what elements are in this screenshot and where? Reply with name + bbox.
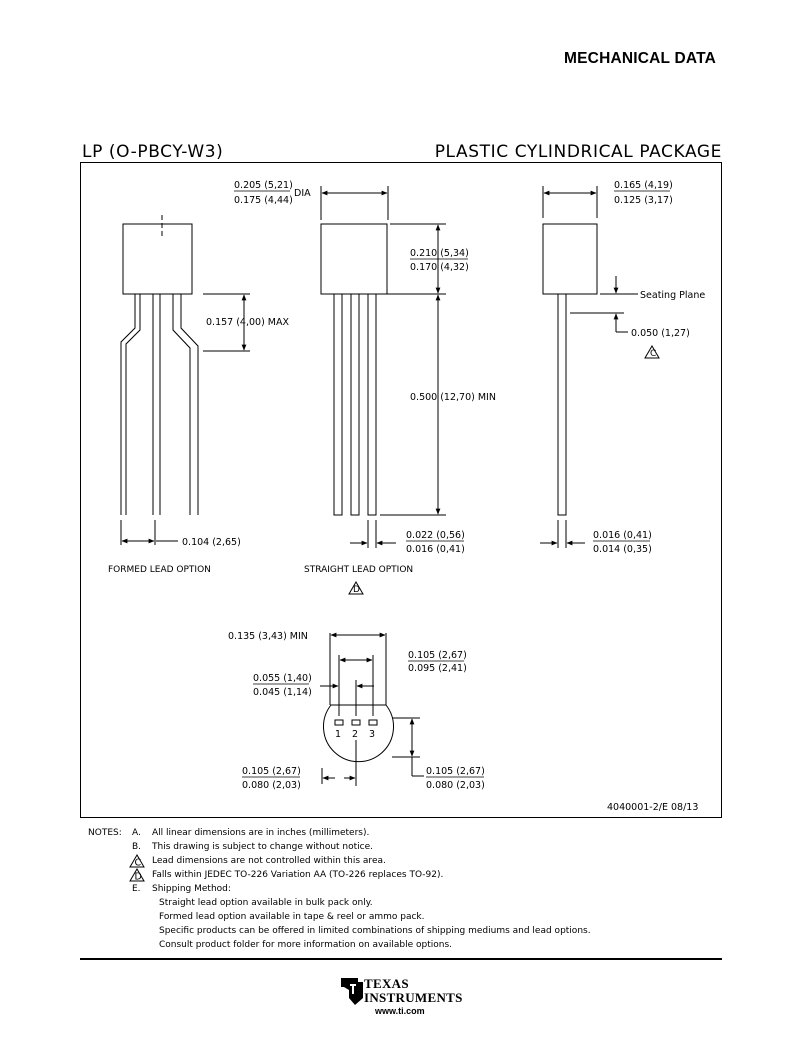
dia-suffix: DIA: [294, 188, 311, 199]
bottom-right-max-label: 0.105 (2,67): [426, 766, 485, 777]
note-e2: Formed lead option available in tape & r…: [159, 912, 425, 922]
package-name: PLASTIC CYLINDRICAL PACKAGE: [434, 142, 722, 162]
pin-3-label: 3: [369, 729, 375, 740]
note-d: Falls within JEDEC TO-226 Variation AA (…: [152, 870, 444, 880]
dia-min-label: 0.175 (4,44): [234, 195, 293, 206]
note-c-triangle: [644, 345, 660, 359]
logo-line1: TEXAS: [364, 976, 409, 991]
ti-logo-icon: [341, 978, 363, 1005]
pitch-max-label: 0.055 (1,40): [253, 673, 312, 684]
bottom-right-min-label: 0.080 (2,03): [426, 780, 485, 791]
lead-t-min-label: 0.014 (0,35): [593, 544, 652, 555]
bottom-left-max-label: 0.105 (2,67): [242, 766, 301, 777]
body-max-label: 0.210 (5,34): [410, 248, 469, 259]
formed-max-label: 0.157 (4,00) MAX: [206, 317, 289, 328]
formed-caption: FORMED LEAD OPTION: [108, 565, 211, 575]
note-e-letter: E.: [132, 884, 141, 894]
note-c: Lead dimensions are not controlled withi…: [152, 856, 386, 866]
lead-length-label: 0.500 (12,70) MIN: [410, 392, 496, 403]
width-max-label: 0.165 (4,19): [614, 180, 673, 191]
formed-lead-3: [172, 294, 199, 515]
pin-pad-3: [368, 719, 378, 726]
note-b-letter: B.: [132, 842, 142, 852]
note-c-mark: C: [650, 349, 656, 359]
note-c-icon: C: [129, 854, 145, 869]
note-a-letter: A.: [132, 828, 141, 838]
side-lead: [557, 294, 567, 516]
logo-line2: INSTRUMENTS: [364, 990, 463, 1005]
footer-url[interactable]: www.ti.com: [375, 1006, 425, 1016]
note-e1: Straight lead option available in bulk p…: [159, 898, 373, 908]
note-e3: Specific products can be offered in limi…: [159, 926, 591, 936]
drawing-id: 4040001-2/E 08/13: [607, 802, 698, 813]
page-title: MECHANICAL DATA: [564, 50, 716, 67]
note-a: All linear dimensions are in inches (mil…: [152, 828, 370, 838]
note-d-triangle: [348, 581, 364, 595]
note-b: This drawing is subject to change withou…: [152, 842, 374, 852]
dia-max-label: 0.205 (5,21): [234, 180, 293, 191]
seating-plane-label: Seating Plane: [640, 290, 705, 301]
pin-pad-1: [334, 719, 344, 726]
seating-offset-label: 0.050 (1,27): [631, 328, 690, 339]
pitch-min-label: 0.045 (1,14): [253, 687, 312, 698]
svg-text:C: C: [135, 858, 142, 869]
formed-lead-2: [152, 294, 161, 515]
note-d-icon: D: [129, 868, 145, 883]
pitch2-min-label: 0.095 (2,41): [408, 663, 467, 674]
formed-body: [122, 223, 193, 295]
straight-lead-2: [350, 294, 360, 516]
drawing-frame: [80, 162, 722, 818]
formed-lead-1: [120, 294, 141, 515]
pin-1-label: 1: [335, 729, 341, 740]
pin-2-label: 2: [352, 729, 358, 740]
note-e4: Consult product folder for more informat…: [159, 940, 453, 950]
straight-caption: STRAIGHT LEAD OPTION: [304, 565, 413, 575]
flat-min-label: 0.135 (3,43) MIN: [228, 631, 308, 642]
bottom-outline: [323, 704, 394, 763]
lead-t-max-label: 0.016 (0,41): [593, 530, 652, 541]
lead-w-min-label: 0.016 (0,41): [406, 544, 465, 555]
straight-body: [320, 223, 388, 295]
formed-pitch-label: 0.104 (2,65): [182, 537, 241, 548]
note-d-mark: D: [353, 585, 360, 595]
footer-rule: [80, 958, 722, 960]
bottom-left-min-label: 0.080 (2,03): [242, 780, 301, 791]
package-code: LP (O-PBCY-W3): [82, 142, 224, 162]
straight-lead-1: [333, 294, 343, 516]
lead-w-max-label: 0.022 (0,56): [406, 530, 465, 541]
body-min-label: 0.170 (4,32): [410, 262, 469, 273]
pin-pad-2: [351, 719, 361, 726]
pitch2-max-label: 0.105 (2,67): [408, 650, 467, 661]
notes-label: NOTES:: [88, 828, 122, 838]
note-e: Shipping Method:: [152, 884, 231, 894]
straight-lead-3: [367, 294, 377, 516]
side-body: [542, 223, 598, 295]
width-min-label: 0.125 (3,17): [614, 195, 673, 206]
svg-text:D: D: [135, 872, 142, 883]
